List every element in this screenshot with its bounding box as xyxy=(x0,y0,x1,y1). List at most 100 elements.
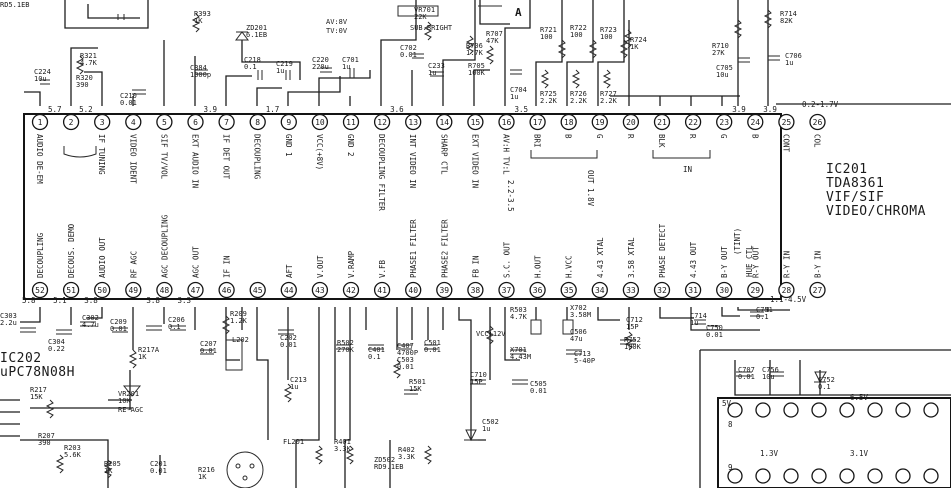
dl-bottom-pin xyxy=(811,468,827,484)
pin-label: H.OUT xyxy=(534,255,543,278)
pin-number: 1 xyxy=(38,118,43,127)
pin-label: R xyxy=(688,134,697,139)
pin-number: 18 xyxy=(564,118,574,127)
bottom-components xyxy=(20,311,827,488)
pin-label: DECOUPLING xyxy=(253,134,262,180)
pin-number: 34 xyxy=(595,286,605,295)
pin-number: 42 xyxy=(346,286,356,295)
dl-top-pin xyxy=(923,402,939,418)
pin-number: 36 xyxy=(533,286,543,295)
pin-voltage: 5.1 xyxy=(53,296,67,305)
pin-number: 46 xyxy=(222,286,232,295)
pin-label: AUDIO OUT xyxy=(98,237,107,278)
pin-label: V.FB xyxy=(378,259,387,278)
if-tuning-bracket xyxy=(63,146,97,158)
pin-number: 44 xyxy=(284,286,294,295)
pin-voltage: 3.9 xyxy=(763,105,777,114)
dl-bottom-pin xyxy=(895,468,911,484)
pin-label: B-Y IN xyxy=(814,251,823,278)
pin-number: 33 xyxy=(626,286,636,295)
pin-label: FB IN xyxy=(471,255,480,278)
pin-label: R-Y IN xyxy=(782,251,791,278)
ic201-pin-30: 30B-Y OUT xyxy=(716,246,733,299)
pin-label: INT VIDEO IN xyxy=(408,134,417,188)
pin-label: V.OUT xyxy=(316,255,325,278)
pin-number: 16 xyxy=(502,118,512,127)
pin-label: 3.58 XTAL xyxy=(627,237,636,278)
ic201-pin-43: 43V.OUT xyxy=(311,255,329,299)
pin-label: EXT VIDEO IN xyxy=(470,134,479,188)
pin-label: G xyxy=(595,134,604,139)
ic201-pin-33: 33 3.58 XTAL xyxy=(622,237,640,299)
pin-number: 23 xyxy=(719,118,729,127)
dl-pin-mark-top: 8 xyxy=(728,420,733,429)
pin-label: CONT xyxy=(781,134,790,153)
pin-number: 24 xyxy=(750,118,760,127)
pin-label: SIF TV/VOL xyxy=(159,134,168,180)
ic202-title-line-1: IC202 xyxy=(0,351,42,366)
dl-top-pin xyxy=(867,402,883,418)
tv-voltage-label: TV:0V xyxy=(326,27,348,35)
pin-label: R xyxy=(626,134,635,139)
ic201-tint-label: (TINT) xyxy=(733,228,742,255)
dl-bottom-pin xyxy=(867,468,883,484)
pin-number: 5 xyxy=(162,118,167,127)
ic201-body xyxy=(23,113,782,300)
pin-number: 12 xyxy=(377,118,387,127)
pin-voltage: 5.8 xyxy=(22,296,36,305)
pin-voltage: 3.8 xyxy=(146,296,160,305)
pin-label: B-Y OUT xyxy=(720,246,729,278)
ic201-pin-2: 25.2 xyxy=(62,105,93,131)
right-voltage-2: 1.1-4.5V xyxy=(770,295,807,304)
pin-number: 9 xyxy=(286,118,291,127)
component-label: ZD751RD5.1EB xyxy=(0,0,30,9)
pin-number: 6 xyxy=(193,118,198,127)
pin-voltage: 3.3 xyxy=(178,296,192,305)
ic201-title: IC201 TDA8361 VIF/SIF VIDEO/CHROMA xyxy=(826,162,925,219)
dl-bottom-pin xyxy=(755,468,771,484)
dl-bottom-pin xyxy=(783,468,799,484)
pin-label: COL xyxy=(813,134,822,148)
pin-number: 37 xyxy=(502,286,512,295)
pin-label: AGC OUT xyxy=(192,246,201,278)
dl-voltage-right: 3.1V xyxy=(850,449,869,458)
component-label: SUB.BRIGHT xyxy=(410,24,453,32)
